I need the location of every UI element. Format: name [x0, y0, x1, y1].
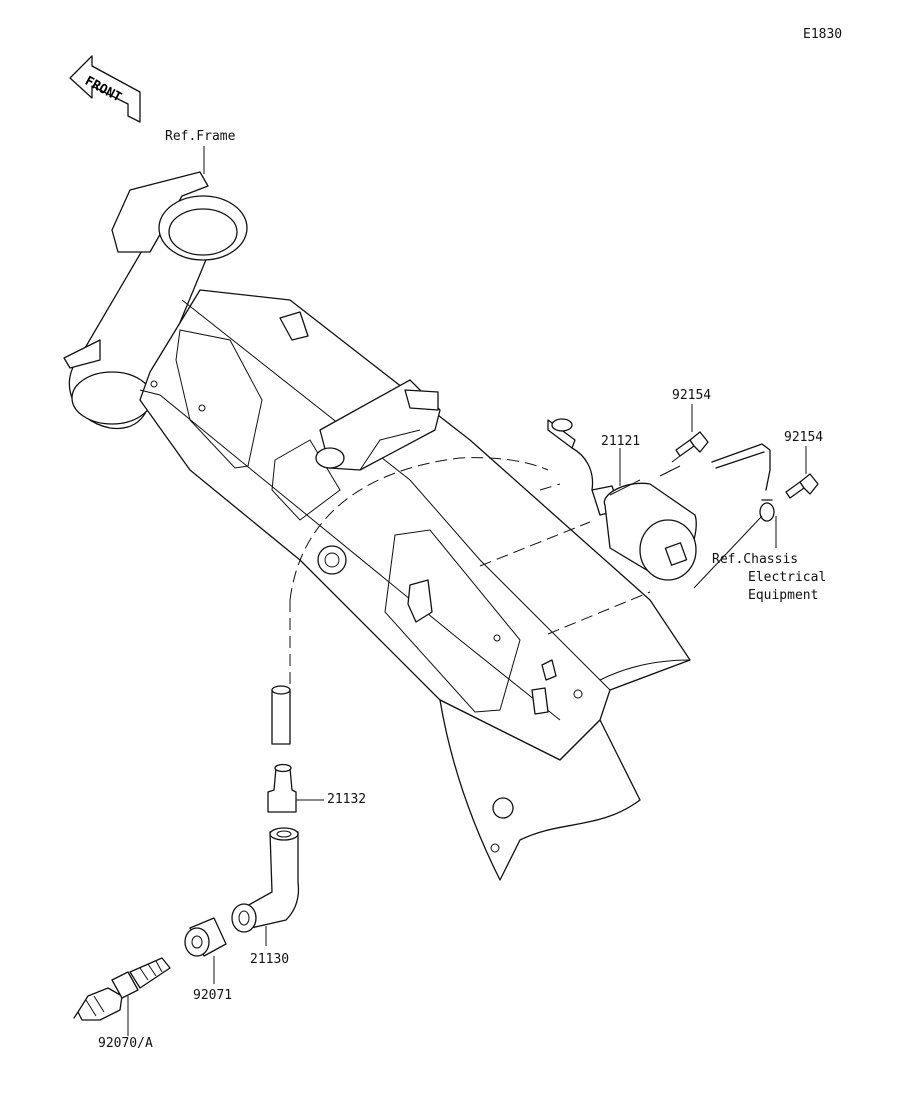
front-arrow-icon: FRONT — [69, 55, 141, 123]
ground-wire-drawing — [711, 443, 775, 522]
leader-lines — [127, 146, 807, 1036]
label-ref-chassis-2: Electrical — [748, 570, 827, 585]
seal-92071-drawing — [184, 917, 227, 957]
frame-drawing — [63, 171, 691, 881]
label-ref-frame: Ref.Frame — [165, 129, 236, 144]
label-92071: 92071 — [193, 988, 233, 1003]
label-21121: 21121 — [601, 434, 641, 449]
routing-lines — [289, 457, 763, 688]
spark-plug-92070a-drawing — [73, 957, 171, 1021]
ht-lead-drawing — [271, 685, 291, 745]
bolt-92154-a-drawing — [671, 431, 709, 463]
label-ref-chassis-3: Equipment — [748, 588, 819, 603]
ignition-coil-drawing — [547, 418, 697, 581]
plug-cap-21130-drawing — [231, 827, 300, 933]
label-21132: 21132 — [327, 792, 367, 807]
label-21130: 21130 — [250, 952, 290, 967]
label-ref-chassis-1: Ref.Chassis — [712, 552, 799, 567]
label-92154-a: 92154 — [672, 388, 712, 403]
diagram-id: E1830 — [803, 27, 843, 42]
label-92154-b: 92154 — [784, 430, 824, 445]
bolt-92154-b-drawing — [785, 473, 819, 499]
label-92070a: 92070/A — [98, 1036, 153, 1051]
cap-21132-drawing — [267, 763, 297, 813]
